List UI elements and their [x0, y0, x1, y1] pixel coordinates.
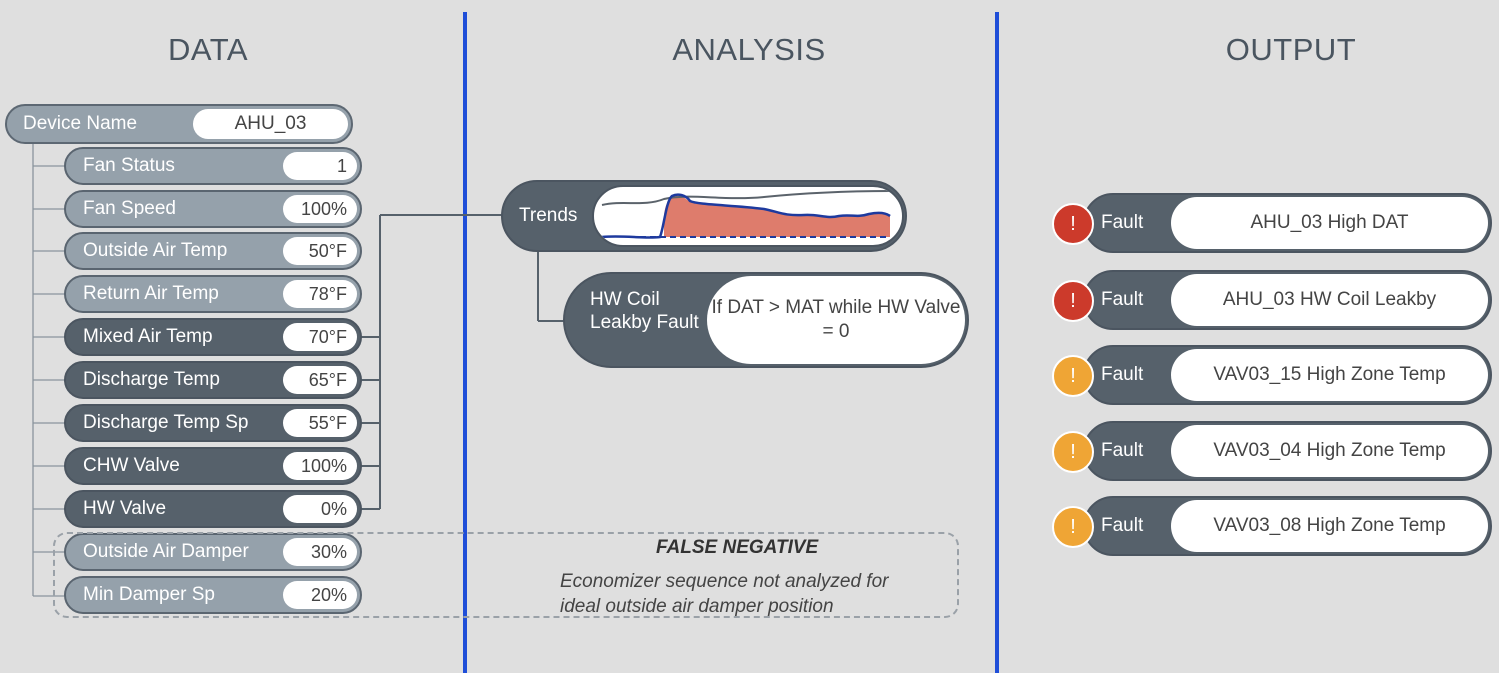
trend-sparkline	[592, 185, 904, 247]
point-value: 70°F	[283, 323, 357, 351]
fault-row: Fault VAV03_08 High Zone Temp	[1083, 496, 1492, 556]
point-label: Outside Air Temp	[83, 240, 228, 261]
point-value: 0%	[283, 495, 357, 523]
point-label: Discharge Temp	[83, 369, 220, 390]
hw-coil-leakby-rule: HW Coil Leakby Fault If DAT > MAT while …	[563, 272, 969, 368]
fault-row: Fault VAV03_15 High Zone Temp	[1083, 345, 1492, 405]
exclamation-icon: !	[1052, 280, 1094, 322]
device-name-field: Device Name AHU_03	[5, 104, 353, 144]
fault-label: Fault	[1101, 289, 1144, 310]
fault-row: Fault AHU_03 High DAT	[1083, 193, 1492, 253]
point-value: 20%	[283, 581, 357, 609]
point-return-air-temp: Return Air Temp 78°F	[64, 275, 362, 313]
analysis-column-title: ANALYSIS	[672, 32, 826, 67]
fault-label: Fault	[1101, 515, 1144, 536]
point-hw-valve: HW Valve 0%	[64, 490, 362, 528]
fault-message: VAV03_15 High Zone Temp	[1171, 349, 1488, 401]
point-discharge-temp: Discharge Temp 65°F	[64, 361, 362, 399]
device-name-label: Device Name	[23, 113, 138, 134]
fault-row: Fault AHU_03 HW Coil Leakby	[1083, 270, 1492, 330]
point-value: 30%	[283, 538, 357, 566]
trend-line-discharge	[601, 193, 891, 239]
false-negative-text: Economizer sequence not analyzed for ide…	[560, 571, 889, 617]
point-label: Mixed Air Temp	[83, 326, 213, 347]
point-value: 100%	[283, 452, 357, 480]
column-divider-right	[995, 12, 999, 673]
fault-message: AHU_03 High DAT	[1171, 197, 1488, 249]
point-label: Return Air Temp	[83, 283, 219, 304]
point-value: 100%	[283, 195, 357, 223]
exclamation-icon: !	[1052, 506, 1094, 548]
column-divider-left	[463, 12, 467, 673]
point-label: Fan Speed	[83, 198, 176, 219]
point-label: Discharge Temp Sp	[83, 412, 249, 433]
point-fan-speed: Fan Speed 100%	[64, 190, 362, 228]
point-label: HW Valve	[83, 498, 167, 519]
false-negative-box	[53, 532, 959, 618]
fault-message: AHU_03 HW Coil Leakby	[1171, 274, 1488, 326]
fault-message: VAV03_08 High Zone Temp	[1171, 500, 1488, 552]
point-outside-air-damper: Outside Air Damper 30%	[64, 533, 362, 571]
point-chw-valve: CHW Valve 100%	[64, 447, 362, 485]
exclamation-icon: !	[1052, 203, 1094, 245]
point-mixed-air-temp: Mixed Air Temp 70°F	[64, 318, 362, 356]
point-discharge-temp-sp: Discharge Temp Sp 55°F	[64, 404, 362, 442]
rule-condition: If DAT > MAT while HW Valve = 0	[707, 276, 965, 364]
point-label: Outside Air Damper	[83, 541, 249, 562]
point-value: 55°F	[283, 409, 357, 437]
point-value: 65°F	[283, 366, 357, 394]
fault-message: VAV03_04 High Zone Temp	[1171, 425, 1488, 477]
fault-row: Fault VAV03_04 High Zone Temp	[1083, 421, 1492, 481]
point-value: 78°F	[283, 280, 357, 308]
trend-line-upper	[601, 190, 895, 206]
exclamation-icon: !	[1052, 431, 1094, 473]
exclamation-icon: !	[1052, 355, 1094, 397]
point-value: 1	[283, 152, 357, 180]
point-fan-status: Fan Status 1	[64, 147, 362, 185]
point-label: Fan Status	[83, 155, 175, 176]
output-column-title: OUTPUT	[1225, 32, 1357, 67]
point-min-damper-sp: Min Damper Sp 20%	[64, 576, 362, 614]
data-column-title: DATA	[167, 32, 249, 67]
rule-name: HW Coil Leakby Fault	[590, 289, 699, 333]
point-value: 50°F	[283, 237, 357, 265]
fault-label: Fault	[1101, 364, 1144, 385]
fault-label: Fault	[1101, 440, 1144, 461]
trends-node: Trends	[501, 180, 907, 252]
trends-label: Trends	[519, 205, 578, 226]
fault-label: Fault	[1101, 212, 1144, 233]
point-label: CHW Valve	[83, 455, 180, 476]
point-label: Min Damper Sp	[83, 584, 215, 605]
device-name-value: AHU_03	[193, 109, 348, 139]
point-outside-air-temp: Outside Air Temp 50°F	[64, 232, 362, 270]
false-negative-title: FALSE NEGATIVE	[656, 537, 819, 558]
